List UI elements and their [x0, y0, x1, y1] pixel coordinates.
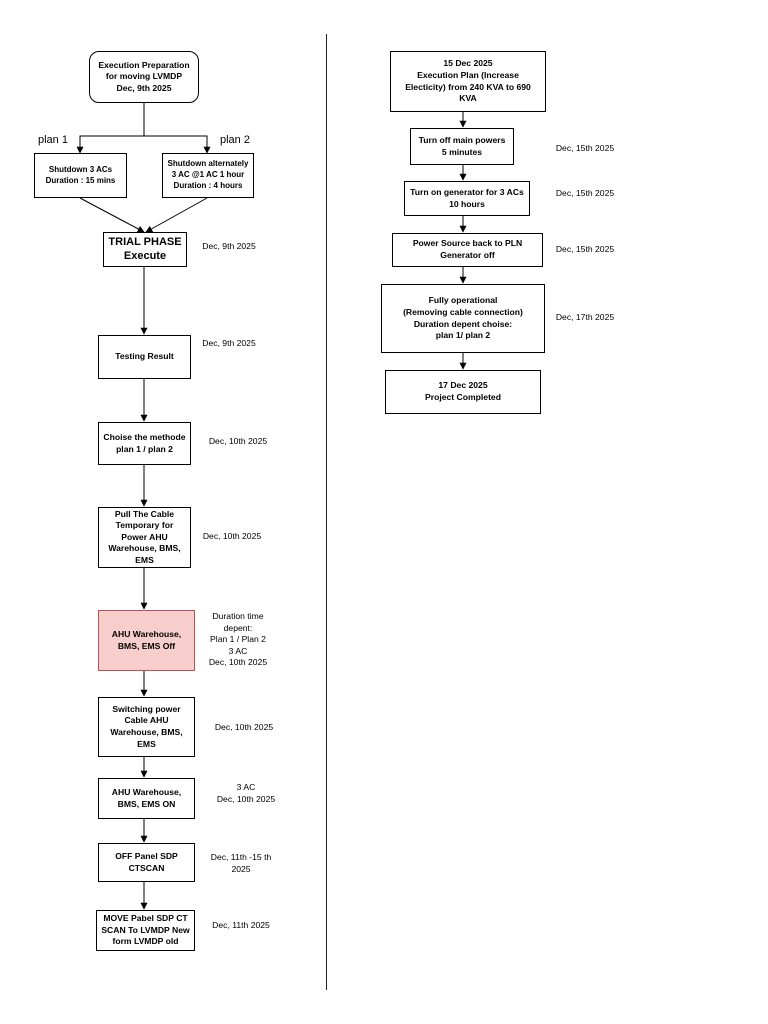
plan2-label: plan 2	[220, 134, 250, 146]
execution-plan-node[interactable]: 15 Dec 2025 Execution Plan (Increase Ele…	[390, 51, 546, 112]
choose-method-date: Dec, 10th 2025	[208, 436, 268, 446]
testing-result-node[interactable]: Testing Result	[98, 335, 191, 379]
connector-to-plan1	[76, 135, 144, 154]
fully-operational-date: Dec, 17th 2025	[555, 312, 615, 322]
connector-to-plan2	[144, 135, 211, 154]
off-panel-date: Dec, 11th -15 th 2025	[210, 852, 272, 874]
power-back-pln-date: Dec, 15th 2025	[555, 244, 615, 254]
pull-cable-date: Dec, 10th 2025	[202, 531, 262, 541]
generator-node[interactable]: Turn on generator for 3 ACs 10 hours	[404, 181, 530, 216]
plan2-node[interactable]: Shutdown alternately 3 AC @1 AC 1 hour D…	[162, 153, 254, 198]
connector-plan2-trial	[145, 197, 208, 233]
generator-date: Dec, 15th 2025	[555, 188, 615, 198]
choose-method-node[interactable]: Choise the methode plan 1 / plan 2	[98, 422, 191, 465]
move-panel-date: Dec, 11th 2025	[212, 920, 270, 930]
move-panel-node[interactable]: MOVE Pabel SDP CT SCAN To LVMDP New form…	[96, 910, 195, 951]
ahu-off-note: Duration time depent: Plan 1 / Plan 2 3 …	[208, 611, 268, 668]
testing-result-date: Dec, 9th 2025	[202, 338, 256, 348]
ahu-off-node[interactable]: AHU Warehouse, BMS, EMS Off	[98, 610, 195, 671]
trial-phase-node[interactable]: TRIAL PHASE Execute	[103, 232, 187, 267]
switching-power-node[interactable]: Switching power Cable AHU Warehouse, BMS…	[98, 697, 195, 757]
ahu-on-note: 3 AC Dec, 10th 2025	[216, 782, 276, 804]
plan1-label: plan 1	[38, 134, 68, 146]
ahu-on-node[interactable]: AHU Warehouse, BMS, EMS ON	[98, 778, 195, 819]
off-panel-node[interactable]: OFF Panel SDP CTSCAN	[98, 843, 195, 882]
project-completed-node[interactable]: 17 Dec 2025 Project Completed	[385, 370, 541, 414]
pull-cable-node[interactable]: Pull The Cable Temporary for Power AHU W…	[98, 507, 191, 568]
turn-off-power-date: Dec, 15th 2025	[555, 143, 615, 153]
start-node[interactable]: Execution Preparation for moving LVMDP D…	[89, 51, 199, 103]
plan1-node[interactable]: Shutdown 3 ACs Duration : 15 mins	[34, 153, 127, 198]
fully-operational-node[interactable]: Fully operational (Removing cable connec…	[381, 284, 545, 353]
turn-off-power-node[interactable]: Turn off main powers 5 minutes	[410, 128, 514, 165]
connector-plan1-trial	[79, 197, 145, 233]
power-back-pln-node[interactable]: Power Source back to PLN Generator off	[392, 233, 543, 267]
switching-power-date: Dec, 10th 2025	[214, 722, 274, 732]
column-divider	[326, 34, 327, 990]
trial-phase-date: Dec, 9th 2025	[202, 241, 256, 251]
